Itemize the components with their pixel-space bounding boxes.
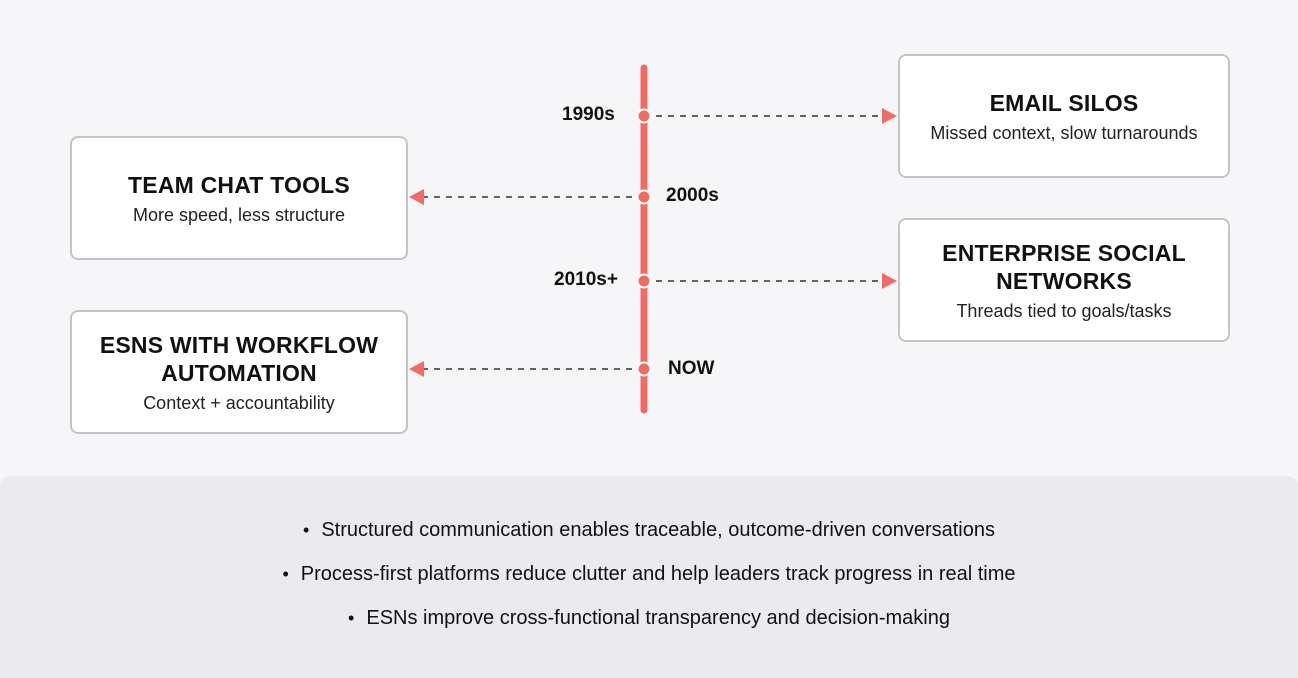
era-label-now: NOW bbox=[668, 358, 715, 379]
card-title: EMAIL SILOS bbox=[989, 90, 1139, 116]
bullet-icon: • bbox=[348, 608, 355, 628]
card-title: ESNS WITH WORKFLOW AUTOMATION bbox=[99, 332, 379, 386]
bullet-icon: • bbox=[282, 564, 289, 584]
arrow-left-icon bbox=[409, 189, 424, 205]
takeaway-text: ESNs improve cross-functional transparen… bbox=[366, 607, 950, 629]
card-description: More speed, less structure bbox=[132, 205, 346, 225]
list-item: • Process-first platforms reduce clutter … bbox=[0, 562, 1298, 606]
card-title: ENTERPRISE SOCIAL NETWORKS bbox=[942, 240, 1186, 294]
card-description: Threads tied to goals/tasks bbox=[956, 301, 1172, 321]
takeaways-list: • Structured communication enables tracea… bbox=[0, 518, 1298, 650]
node-1990s bbox=[636, 108, 652, 124]
node-2010s bbox=[636, 273, 652, 289]
arrow-right-icon bbox=[882, 108, 897, 124]
node-now bbox=[636, 361, 652, 377]
era-card-esns-workflow-automation: ESNS WITH WORKFLOW AUTOMATION Context + … bbox=[70, 310, 408, 434]
list-item: • ESNs improve cross-functional transpare… bbox=[0, 606, 1298, 650]
arrow-right-icon bbox=[882, 273, 897, 289]
card-description: Context + accountability bbox=[143, 393, 335, 413]
takeaway-text: Process-first platforms reduce clutter a… bbox=[300, 563, 1016, 585]
era-card-team-chat-tools: TEAM CHAT TOOLS More speed, less structu… bbox=[70, 136, 408, 260]
era-label-2000s: 2000s bbox=[666, 185, 719, 206]
arrow-left-icon bbox=[409, 361, 424, 377]
timeline-graphics bbox=[409, 64, 897, 414]
takeaways-panel: • Structured communication enables tracea… bbox=[0, 476, 1298, 678]
era-card-enterprise-social-networks: ENTERPRISE SOCIAL NETWORKS Threads tied … bbox=[898, 218, 1230, 342]
bullet-icon: • bbox=[303, 520, 310, 540]
node-2000s bbox=[636, 189, 652, 205]
card-description: Missed context, slow turnarounds bbox=[930, 123, 1198, 143]
era-card-email-silos: EMAIL SILOS Missed context, slow turnaro… bbox=[898, 54, 1230, 178]
era-label-2010s: 2010s+ bbox=[554, 269, 618, 290]
list-item: • Structured communication enables tracea… bbox=[0, 518, 1298, 562]
card-title: TEAM CHAT TOOLS bbox=[128, 172, 350, 198]
era-label-1990s: 1990s bbox=[562, 104, 615, 125]
takeaway-text: Structured communication enables traceab… bbox=[321, 519, 995, 541]
timeline-diagram: 1990s 2000s 2010s+ NOW EMAIL SILOS Misse… bbox=[70, 54, 1230, 434]
